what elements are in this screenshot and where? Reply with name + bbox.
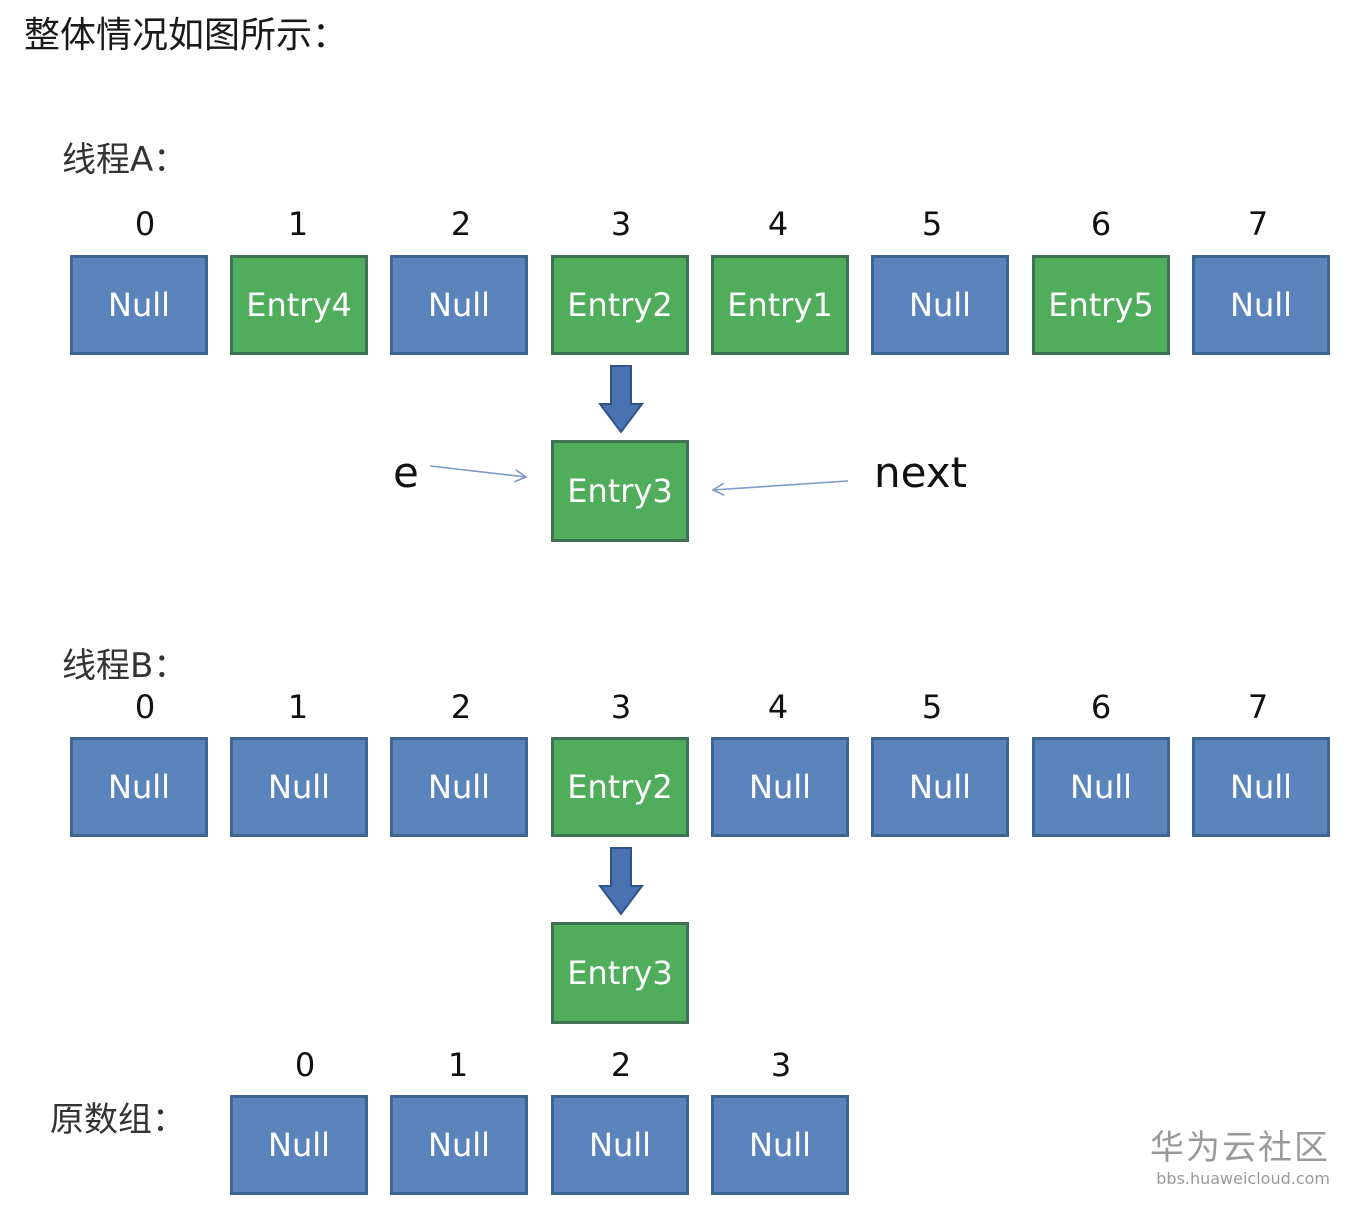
index-label: 7 — [1247, 205, 1269, 243]
array-cell-entry: Entry2 — [551, 255, 689, 355]
chain-node-entry3: Entry3 — [551, 922, 689, 1024]
index-label: 1 — [287, 205, 309, 243]
index-label: 3 — [610, 688, 632, 726]
watermark: 华为云社区 bbs.huaweicloud.com — [1150, 1120, 1330, 1188]
index-label: 2 — [450, 205, 472, 243]
index-label: 3 — [770, 1046, 792, 1084]
array-cell-null: Null — [70, 737, 208, 837]
index-label: 4 — [767, 205, 789, 243]
pointer-next-label: next — [874, 448, 968, 497]
array-cell-null: Null — [230, 737, 368, 837]
index-label: 4 — [767, 688, 789, 726]
array-cell-null: Null — [1192, 255, 1330, 355]
array-cell-null: Null — [1192, 737, 1330, 837]
page-heading: 整体情况如图所示： — [24, 15, 349, 56]
index-label: 2 — [610, 1046, 632, 1084]
index-label: 1 — [447, 1046, 469, 1084]
array-cell-null: Null — [390, 737, 528, 837]
array-cell-entry: Entry1 — [711, 255, 849, 355]
array-cell-null: Null — [871, 255, 1009, 355]
down-arrow-icon — [598, 847, 644, 916]
next-pointer-arrow-icon — [711, 480, 849, 496]
array-cell-entry: Entry2 — [551, 737, 689, 837]
index-label: 6 — [1090, 688, 1112, 726]
thread-b-label: 线程B： — [62, 646, 188, 686]
array-cell-null: Null — [871, 737, 1009, 837]
array-cell-entry: Entry5 — [1032, 255, 1170, 355]
index-label: 5 — [921, 688, 943, 726]
chain-node-entry3: Entry3 — [551, 440, 689, 542]
index-label: 1 — [287, 688, 309, 726]
array-cell-null: Null — [390, 1095, 528, 1195]
index-label: 3 — [610, 205, 632, 243]
index-label: 7 — [1247, 688, 1269, 726]
thread-a-label: 线程A： — [62, 140, 188, 180]
original-array-label: 原数组： — [50, 1100, 186, 1140]
array-cell-null: Null — [390, 255, 528, 355]
array-cell-null: Null — [1032, 737, 1170, 837]
index-label: 0 — [134, 688, 156, 726]
array-cell-null: Null — [551, 1095, 689, 1195]
index-label: 0 — [134, 205, 156, 243]
array-cell-null: Null — [70, 255, 208, 355]
index-label: 0 — [294, 1046, 316, 1084]
watermark-name: 华为云社区 — [1150, 1128, 1330, 1168]
array-cell-null: Null — [711, 1095, 849, 1195]
index-label: 2 — [450, 688, 472, 726]
index-label: 6 — [1090, 205, 1112, 243]
down-arrow-icon — [598, 365, 644, 434]
array-cell-entry: Entry4 — [230, 255, 368, 355]
e-pointer-arrow-icon — [429, 465, 528, 483]
array-cell-null: Null — [230, 1095, 368, 1195]
watermark-url: bbs.huaweicloud.com — [1156, 1169, 1330, 1188]
array-cell-null: Null — [711, 737, 849, 837]
pointer-e-label: e — [393, 448, 419, 497]
index-label: 5 — [921, 205, 943, 243]
